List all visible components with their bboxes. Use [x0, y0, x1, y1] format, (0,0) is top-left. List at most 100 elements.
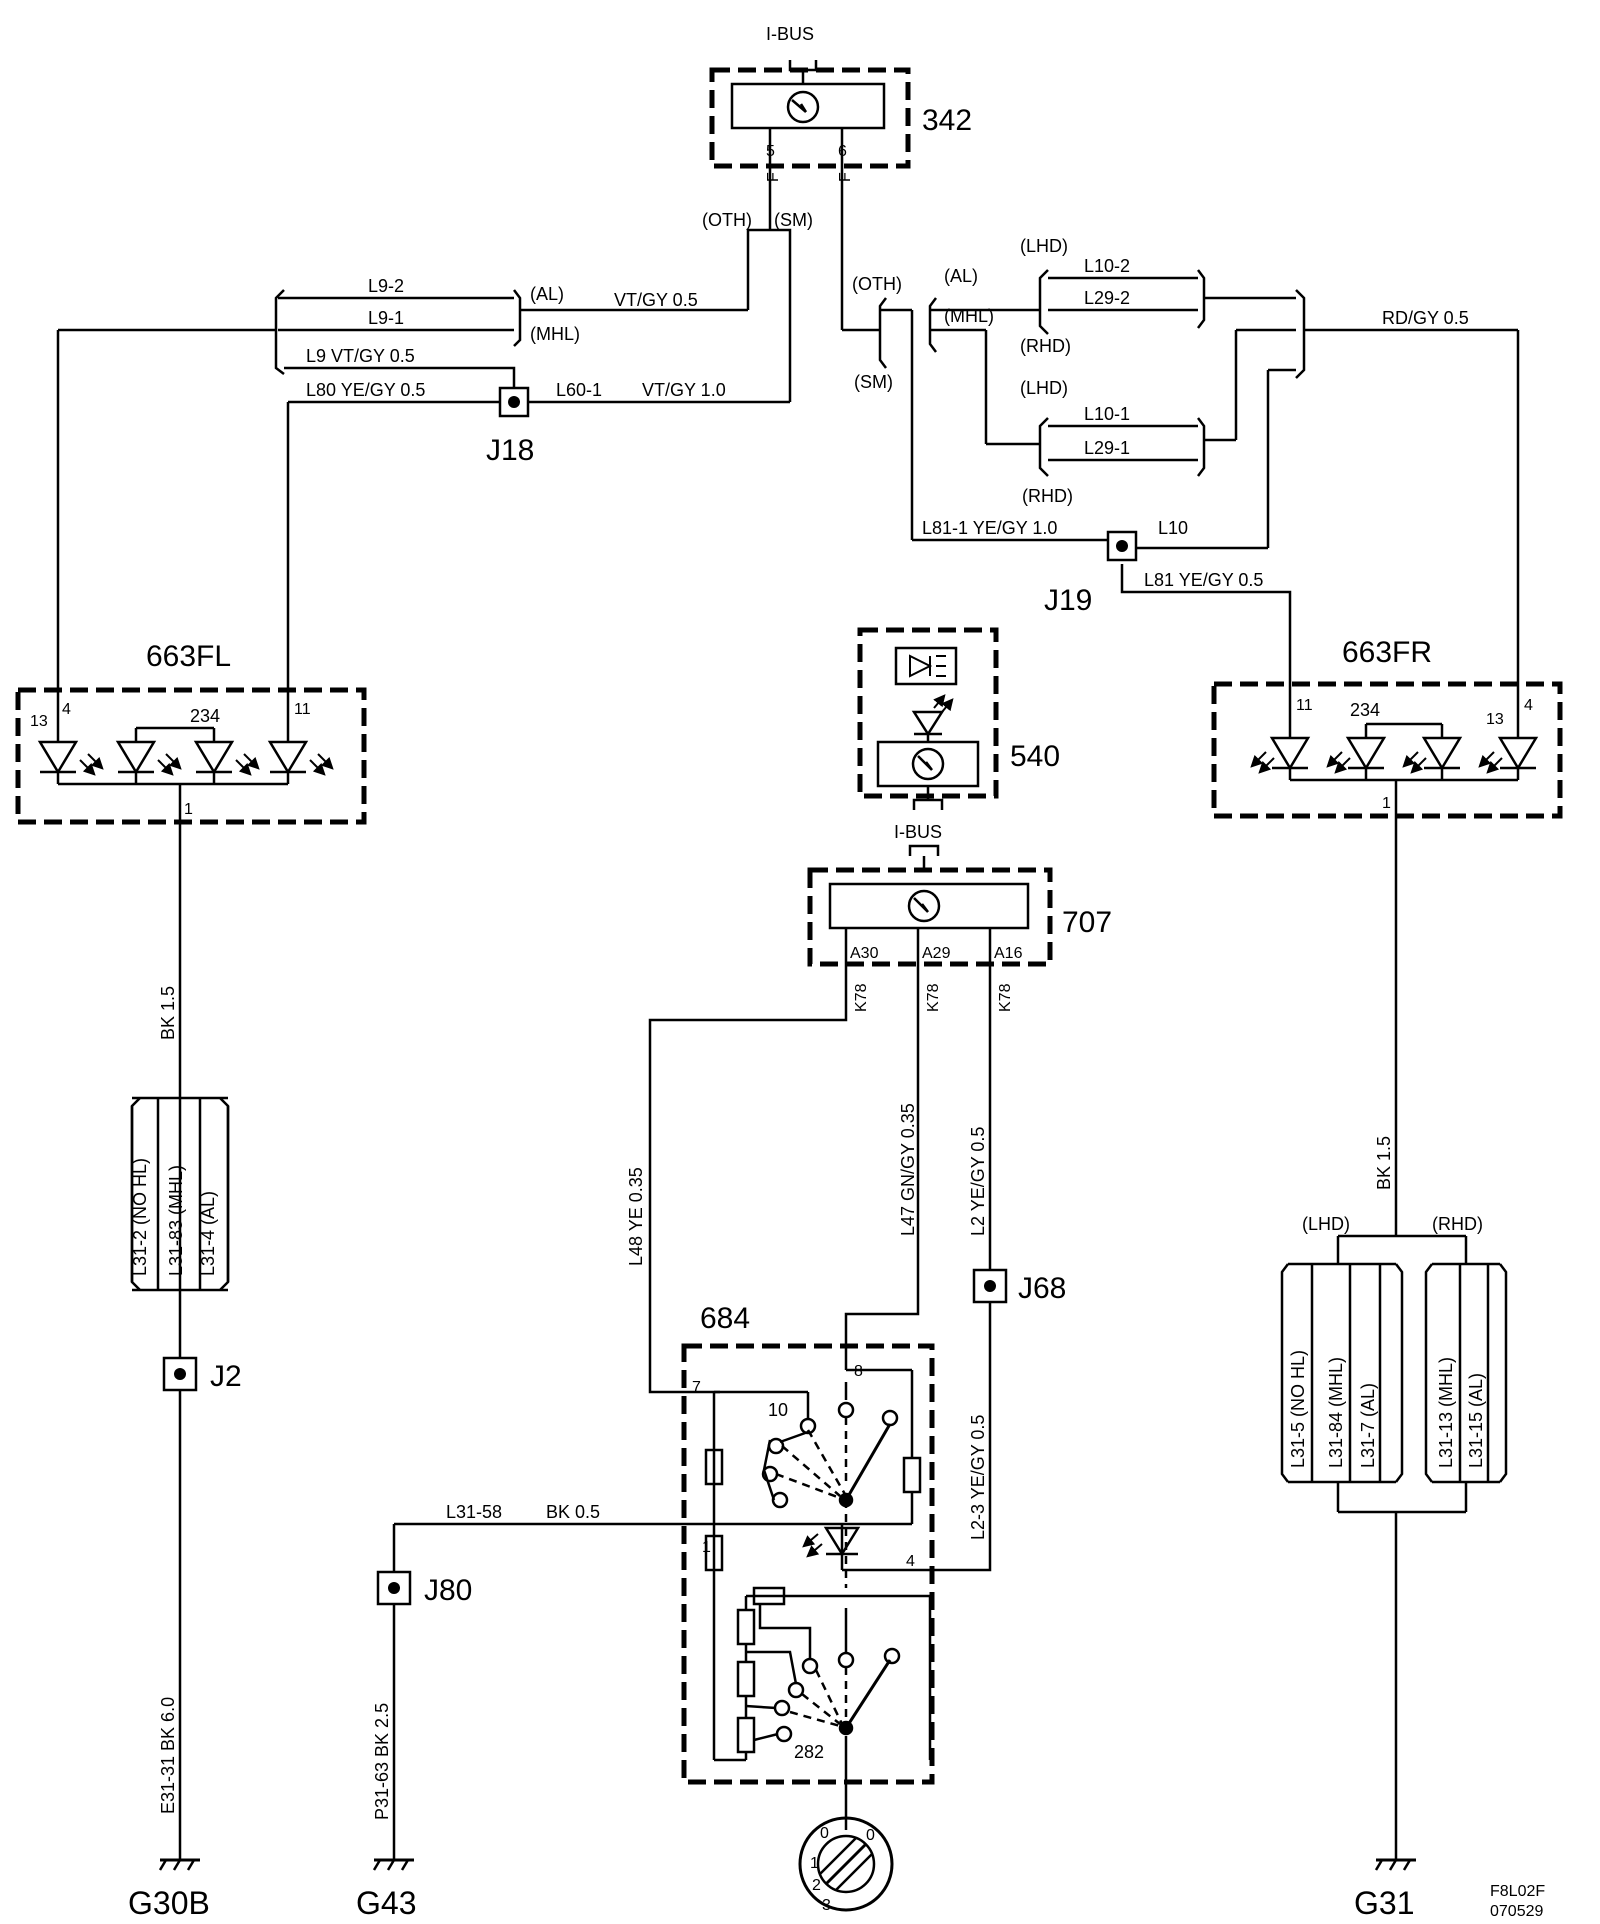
- component-342: I-BUS 342 5 6 F F: [709, 24, 972, 182]
- svg-text:L81 YE/GY 0.5: L81 YE/GY 0.5: [1144, 570, 1263, 590]
- wires-right-ground: BK 1.5 (LHD) (RHD) L31-5 (NO HL) L31-84 …: [1280, 816, 1508, 1860]
- svg-text:0: 0: [866, 1827, 875, 1844]
- svg-text:070529: 070529: [1490, 1903, 1543, 1920]
- svg-text:J80: J80: [424, 1574, 472, 1607]
- svg-text:L31-7 (AL): L31-7 (AL): [1358, 1383, 1378, 1468]
- svg-text:RD/GY 0.5: RD/GY 0.5: [1382, 308, 1469, 328]
- svg-text:VT/GY 1.0: VT/GY 1.0: [642, 380, 726, 400]
- wire-labels-top: L9-2 L9-1 VT/GY 0.5 L9 VT/GY 0.5 L80 YE/…: [306, 210, 1469, 590]
- svg-text:4: 4: [906, 1553, 915, 1570]
- component-540: 540 I-BUS: [857, 627, 1060, 842]
- ground-g31: G31: [1354, 1858, 1416, 1921]
- svg-text:I-BUS: I-BUS: [894, 822, 942, 842]
- svg-text:13: 13: [1486, 711, 1504, 728]
- svg-text:1: 1: [1382, 795, 1391, 812]
- component-663fl: 663FL 13 4 234 11 1: [15, 640, 367, 825]
- svg-text:684: 684: [700, 1302, 750, 1335]
- f-marker-left: F: [765, 172, 782, 182]
- svg-text:K78: K78: [925, 983, 942, 1012]
- svg-text:234: 234: [190, 706, 220, 726]
- wires-left-ground: BK 1.5 L31-2 (NO HL) L31-83 (MHL) L31-4 …: [130, 822, 230, 1860]
- svg-text:(RHD): (RHD): [1020, 336, 1071, 356]
- svg-text:663FL: 663FL: [146, 640, 231, 673]
- svg-text:13: 13: [30, 713, 48, 730]
- diagram-code: F8L02F 070529: [1490, 1883, 1545, 1920]
- svg-text:L10-1: L10-1: [1084, 404, 1130, 424]
- svg-text:0: 0: [820, 1825, 829, 1842]
- svg-text:3: 3: [822, 1897, 831, 1914]
- svg-text:A16: A16: [994, 945, 1023, 962]
- svg-text:(RHD): (RHD): [1432, 1214, 1483, 1234]
- svg-text:L2-3 YE/GY 0.5: L2-3 YE/GY 0.5: [968, 1415, 988, 1540]
- svg-text:L31-2 (NO HL): L31-2 (NO HL): [130, 1158, 150, 1276]
- svg-text:P31-63 BK 2.5: P31-63 BK 2.5: [372, 1703, 392, 1820]
- svg-text:282: 282: [794, 1742, 824, 1762]
- svg-text:540: 540: [1010, 740, 1060, 773]
- svg-text:J68: J68: [1018, 1272, 1066, 1305]
- junction-j2: J2: [162, 1356, 242, 1393]
- svg-text:(OTH): (OTH): [702, 210, 752, 230]
- junction-j18: J18: [486, 386, 534, 467]
- svg-text:11: 11: [1296, 697, 1313, 714]
- svg-text:L47 GN/GY 0.35: L47 GN/GY 0.35: [898, 1103, 918, 1236]
- svg-text:L31-15 (AL): L31-15 (AL): [1466, 1373, 1486, 1468]
- svg-text:G43: G43: [356, 1885, 416, 1921]
- svg-text:L31-4 (AL): L31-4 (AL): [198, 1191, 218, 1276]
- component-663fr: 663FR 11 234 13 4 1: [1211, 636, 1563, 819]
- wires-top: [56, 128, 1520, 712]
- svg-text:L31-83 (MHL): L31-83 (MHL): [166, 1165, 186, 1276]
- svg-text:L31-13 (MHL): L31-13 (MHL): [1436, 1357, 1456, 1468]
- svg-text:BK 0.5: BK 0.5: [546, 1502, 600, 1522]
- svg-text:J18: J18: [486, 434, 534, 467]
- svg-text:1: 1: [810, 1855, 819, 1872]
- svg-text:A30: A30: [850, 945, 879, 962]
- junction-j68: J68: [972, 1268, 1066, 1305]
- svg-text:(LHD): (LHD): [1020, 236, 1068, 256]
- svg-text:707: 707: [1062, 906, 1112, 939]
- svg-text:L31-58: L31-58: [446, 1502, 502, 1522]
- svg-text:L9 VT/GY 0.5: L9 VT/GY 0.5: [306, 346, 415, 366]
- svg-text:10: 10: [768, 1400, 788, 1420]
- svg-text:(SM): (SM): [854, 372, 893, 392]
- svg-text:A29: A29: [922, 945, 951, 962]
- ground-g43: G43: [356, 1858, 416, 1921]
- svg-text:4: 4: [62, 701, 71, 718]
- svg-text:11: 11: [294, 701, 311, 718]
- svg-text:(LHD): (LHD): [1020, 378, 1068, 398]
- svg-text:J2: J2: [210, 1360, 242, 1393]
- svg-text:K78: K78: [853, 983, 870, 1012]
- svg-text:L2 YE/GY 0.5: L2 YE/GY 0.5: [968, 1127, 988, 1236]
- component-342-label: 342: [922, 104, 972, 137]
- svg-text:G31: G31: [1354, 1885, 1414, 1921]
- svg-text:L10-2: L10-2: [1084, 256, 1130, 276]
- svg-text:E31-31 BK 6.0: E31-31 BK 6.0: [158, 1697, 178, 1814]
- svg-text:(OTH): (OTH): [852, 274, 902, 294]
- ground-g30b: G30B: [128, 1858, 210, 1921]
- svg-text:234: 234: [1350, 700, 1380, 720]
- svg-text:L81-1 YE/GY 1.0: L81-1 YE/GY 1.0: [922, 518, 1057, 538]
- svg-text:J19: J19: [1044, 584, 1092, 617]
- ibus-label-top: I-BUS: [766, 24, 814, 44]
- junction-j80: J80: [376, 1570, 472, 1607]
- svg-text:L9-1: L9-1: [368, 308, 404, 328]
- svg-text:VT/GY 0.5: VT/GY 0.5: [614, 290, 698, 310]
- svg-text:2: 2: [812, 1877, 821, 1894]
- svg-text:L10: L10: [1158, 518, 1188, 538]
- svg-text:4: 4: [1524, 697, 1533, 714]
- svg-text:K78: K78: [997, 983, 1014, 1012]
- svg-text:G30B: G30B: [128, 1885, 210, 1921]
- wires-707: L48 YE 0.35 L47 GN/GY 0.35 L2 YE/GY 0.5 …: [626, 928, 992, 1572]
- svg-text:(AL): (AL): [530, 284, 564, 304]
- component-684: 684 7 8 10 1 4 282: [681, 1302, 935, 1830]
- svg-text:(RHD): (RHD): [1022, 486, 1073, 506]
- svg-text:(MHL): (MHL): [530, 324, 580, 344]
- svg-text:(SM): (SM): [774, 210, 813, 230]
- svg-text:(MHL): (MHL): [944, 306, 994, 326]
- rotary-switch: 0 0 1 2 3: [798, 1816, 894, 1914]
- svg-text:F8L02F: F8L02F: [1490, 1883, 1545, 1900]
- svg-text:(LHD): (LHD): [1302, 1214, 1350, 1234]
- svg-text:7: 7: [692, 1379, 701, 1396]
- component-707: 707 A30 A29 A16 K78 K78 K78: [807, 844, 1112, 1012]
- svg-text:BK 1.5: BK 1.5: [1374, 1136, 1394, 1190]
